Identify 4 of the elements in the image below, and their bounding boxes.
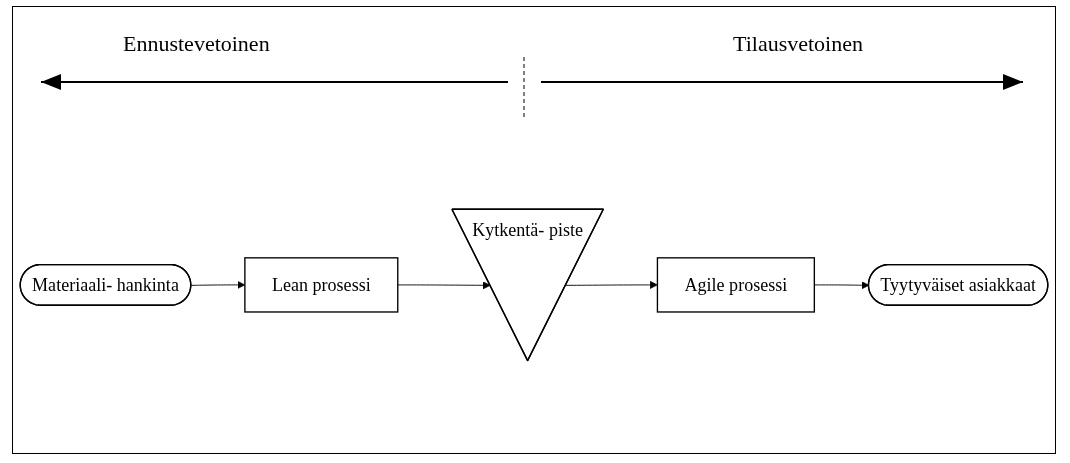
node-box: Agile prosessi: [656, 256, 815, 313]
region-label: Ennustevetoinen: [123, 31, 270, 57]
node-box: Lean prosessi: [244, 256, 399, 313]
region-label: Tilausvetoinen: [733, 31, 863, 57]
